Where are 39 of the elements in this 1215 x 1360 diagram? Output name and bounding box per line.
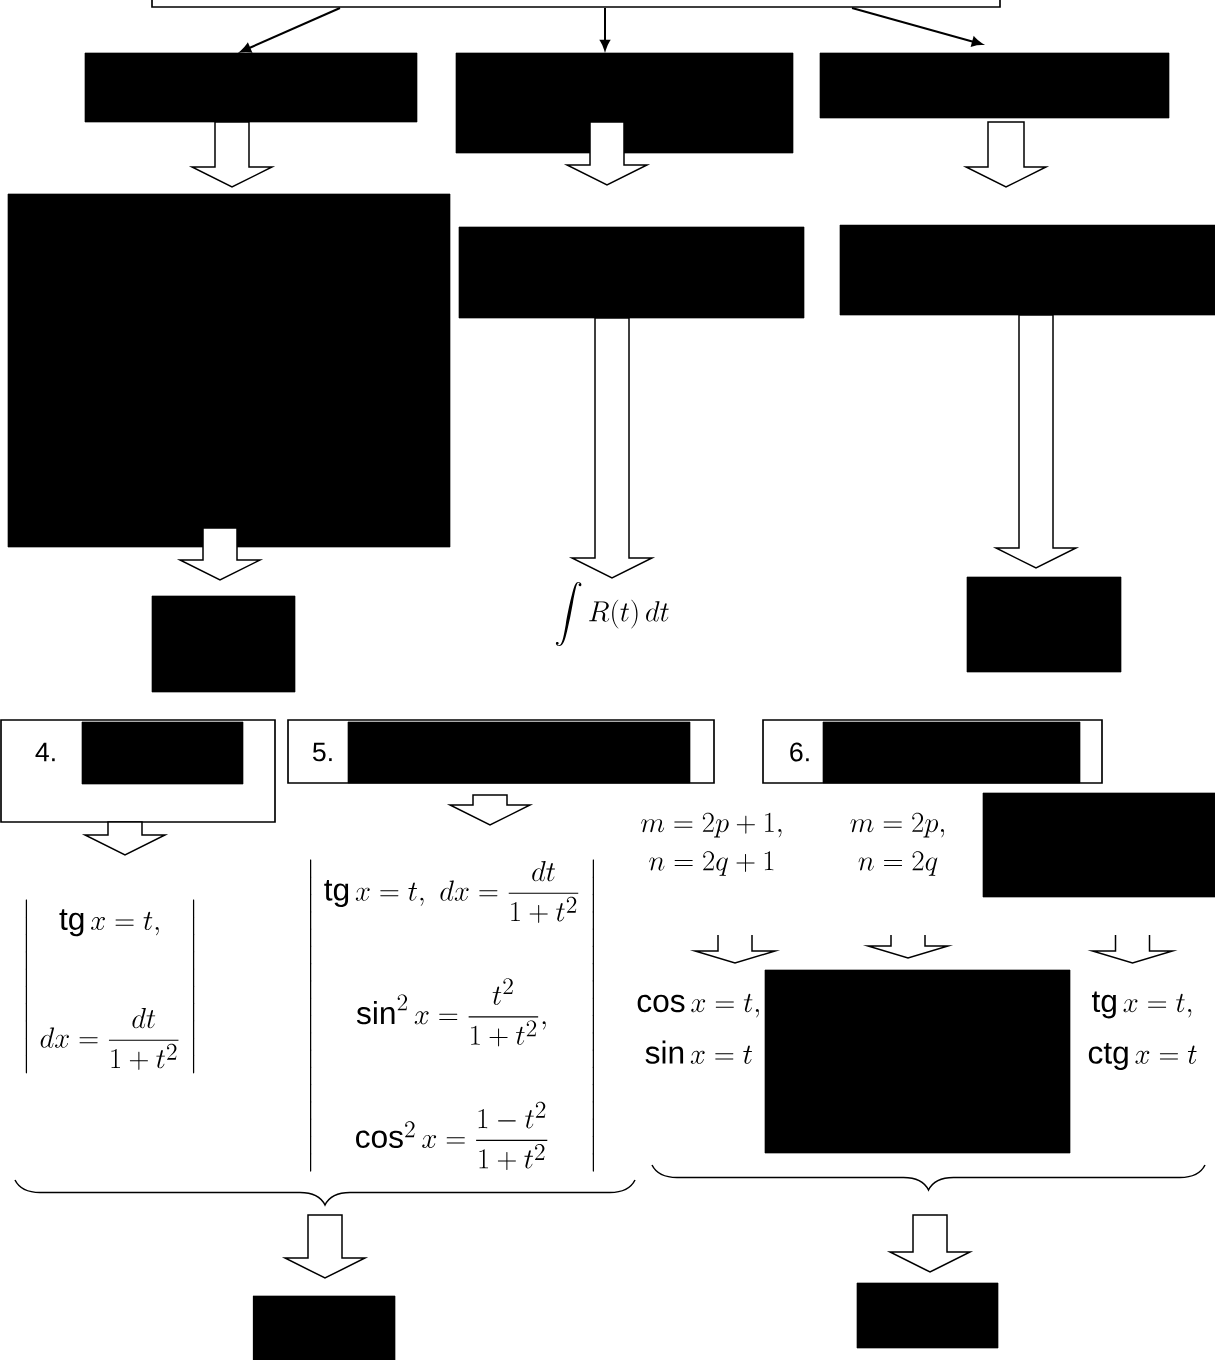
formula: $\begin{array}{c}\mathrm{tg}\,x=t,\\[8pt] \mathrm{ctg}\,x=t\end{array}$ — [1088, 991, 1197, 1071]
redacted-block — [966, 576, 1122, 673]
formula: $\begin{array}{c}m=2p+1,\\ n=2q+1\end{array}$ — [641, 812, 782, 876]
block-arrow — [862, 934, 954, 959]
redacted-block — [455, 52, 794, 154]
redacted-block — [822, 721, 1081, 784]
formula: $\int R(t)\,dt$ — [555, 582, 669, 646]
redacted-block — [839, 224, 1215, 316]
block-arrow — [886, 1214, 974, 1273]
block-arrow — [446, 794, 534, 826]
redacted-block — [151, 595, 296, 693]
formula: $\begin{array}{c}m=2p,\\ n=2q\end{array}$ — [850, 812, 945, 876]
redacted-block — [982, 792, 1215, 898]
block-arrow — [188, 121, 276, 188]
redacted-block — [347, 721, 691, 784]
redacted-block — [81, 721, 244, 785]
formula: $\begin{array}{c}\cos x=t,\\[8pt] \sin x=t\end{array}$ — [637, 993, 759, 1064]
redacted-block — [819, 52, 1170, 119]
redacted-block — [856, 1282, 999, 1349]
redacted-block — [7, 193, 451, 548]
redacted-block — [458, 226, 805, 319]
arrow — [600, 7, 610, 51]
redacted-block — [252, 1295, 396, 1360]
arrow — [851, 7, 983, 47]
block-arrow — [176, 527, 264, 581]
block-arrow — [81, 821, 169, 856]
block-arrow — [563, 121, 651, 186]
block-arrow — [992, 314, 1080, 569]
formula: $\left|\begin{array}{c}\mathrm{tg}\,x=t,\\[40pt] dx=\dfrac{dt}{1+t^2}\end{array}\right|$ — [25, 899, 195, 1074]
block-arrow — [568, 317, 656, 579]
arrow — [240, 7, 341, 53]
block-arrow — [1087, 934, 1178, 964]
redacted-block — [84, 52, 418, 123]
formula: $\left|\begin{array}{c}\mathrm{tg}\,x=t,\ dx=\dfrac{dt}{1+t^2}\\[40pt] \sin^2 x=\dfrac{t^2}{1+t^2},\\[40pt] \cos^2 x=\dfrac{1-t^2}{1+t^2}\end{array}\right|$ — [310, 859, 594, 1172]
redacted-block — [764, 969, 1071, 1154]
block-arrow — [689, 934, 781, 964]
block-arrow — [962, 121, 1050, 188]
block-arrow — [281, 1214, 369, 1279]
process-box — [151, 0, 1001, 8]
